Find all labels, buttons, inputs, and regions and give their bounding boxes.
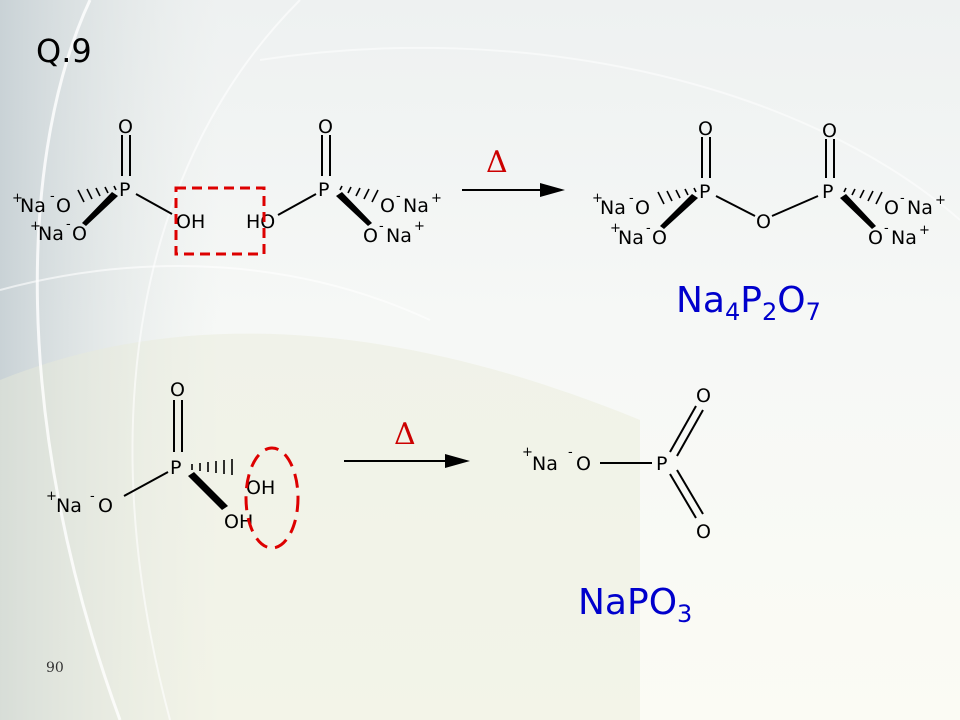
atom-na: Na	[600, 197, 626, 219]
atom-o-minus: O	[56, 195, 71, 217]
charge-minus: -	[884, 221, 889, 236]
water-loss-highlight-box	[174, 186, 266, 256]
charge-minus: -	[629, 191, 634, 206]
atom-p: P	[822, 181, 833, 203]
product-formula-napo3: NaPO3	[578, 582, 692, 628]
atom-p: P	[119, 179, 130, 201]
charge-plus: +	[46, 489, 57, 504]
charge-minus: -	[396, 189, 401, 204]
reactant-disodium-phosphate-left: O P + Na - O + Na - O OH	[12, 116, 205, 245]
charge-minus: -	[90, 489, 95, 504]
atom-na: Na	[532, 453, 558, 475]
charge-minus: -	[379, 219, 384, 234]
product-formula-na4p2o7: Na4P2O7	[676, 280, 821, 326]
reaction-arrow-2: Δ	[344, 417, 470, 468]
atom-o-minus: O	[363, 225, 378, 247]
reactant-disodium-phosphate-right: O P HO O - Na + O - Na +	[246, 116, 442, 247]
charge-plus: +	[414, 219, 425, 234]
atom-oh: OH	[246, 477, 275, 499]
atom-p: P	[318, 179, 329, 201]
charge-minus: -	[50, 189, 55, 204]
heat-delta-symbol: Δ	[486, 145, 508, 180]
atom-o-minus: O	[380, 195, 395, 217]
heat-delta-symbol: Δ	[394, 417, 416, 452]
atom-o-bridge: O	[756, 211, 771, 233]
atom-o-minus: O	[652, 227, 667, 249]
atom-p: P	[170, 457, 181, 479]
charge-plus: +	[522, 445, 533, 460]
charge-minus: -	[646, 221, 651, 236]
atom-oh: OH	[176, 211, 205, 233]
atom-na: Na	[56, 495, 82, 517]
atom-o-top: O	[318, 116, 333, 138]
atom-o-top: O	[822, 120, 837, 142]
atom-na: Na	[38, 223, 64, 245]
atom-ho: HO	[246, 211, 275, 233]
atom-o-top: O	[170, 379, 185, 401]
atom-o-top: O	[696, 385, 711, 407]
atom-o-minus: O	[884, 197, 899, 219]
atom-na: Na	[618, 227, 644, 249]
atom-o-minus: O	[72, 223, 87, 245]
charge-plus: +	[431, 191, 442, 206]
atom-o-bottom: O	[696, 521, 711, 543]
atom-o-minus: O	[635, 197, 650, 219]
atom-na: Na	[891, 227, 917, 249]
atom-p: P	[699, 181, 710, 203]
atom-o-minus: O	[98, 495, 113, 517]
atom-na: Na	[20, 195, 46, 217]
charge-minus: -	[66, 217, 71, 232]
charge-plus: +	[12, 191, 23, 206]
product-sodium-metaphosphate: + Na - O P O O	[522, 385, 711, 543]
product-pyrophosphate: O P O O P + Na - O + Na - O O - Na + O -…	[592, 118, 946, 249]
atom-o-minus: O	[576, 453, 591, 475]
atom-na: Na	[386, 225, 412, 247]
atom-p: P	[656, 453, 667, 475]
reactant-sodium-dihydrogen-phosphate: O P + Na - O OH OH	[46, 379, 275, 533]
atom-na: Na	[403, 195, 429, 217]
charge-plus: +	[592, 191, 603, 206]
atom-o-top: O	[118, 116, 133, 138]
charge-plus: +	[919, 223, 930, 238]
reaction-arrow-1: Δ	[462, 145, 565, 197]
atom-na: Na	[907, 197, 933, 219]
charge-plus: +	[610, 221, 621, 236]
charge-plus: +	[935, 193, 946, 208]
atom-oh: OH	[224, 511, 253, 533]
atom-o-minus: O	[868, 227, 883, 249]
atom-o-top: O	[698, 118, 713, 140]
question-label: Q.9	[36, 32, 92, 70]
charge-minus: -	[900, 191, 905, 206]
charge-plus: +	[30, 219, 41, 234]
water-loss-highlight-ellipse	[244, 446, 300, 550]
page-number: 90	[46, 660, 64, 676]
charge-minus: -	[568, 445, 573, 460]
